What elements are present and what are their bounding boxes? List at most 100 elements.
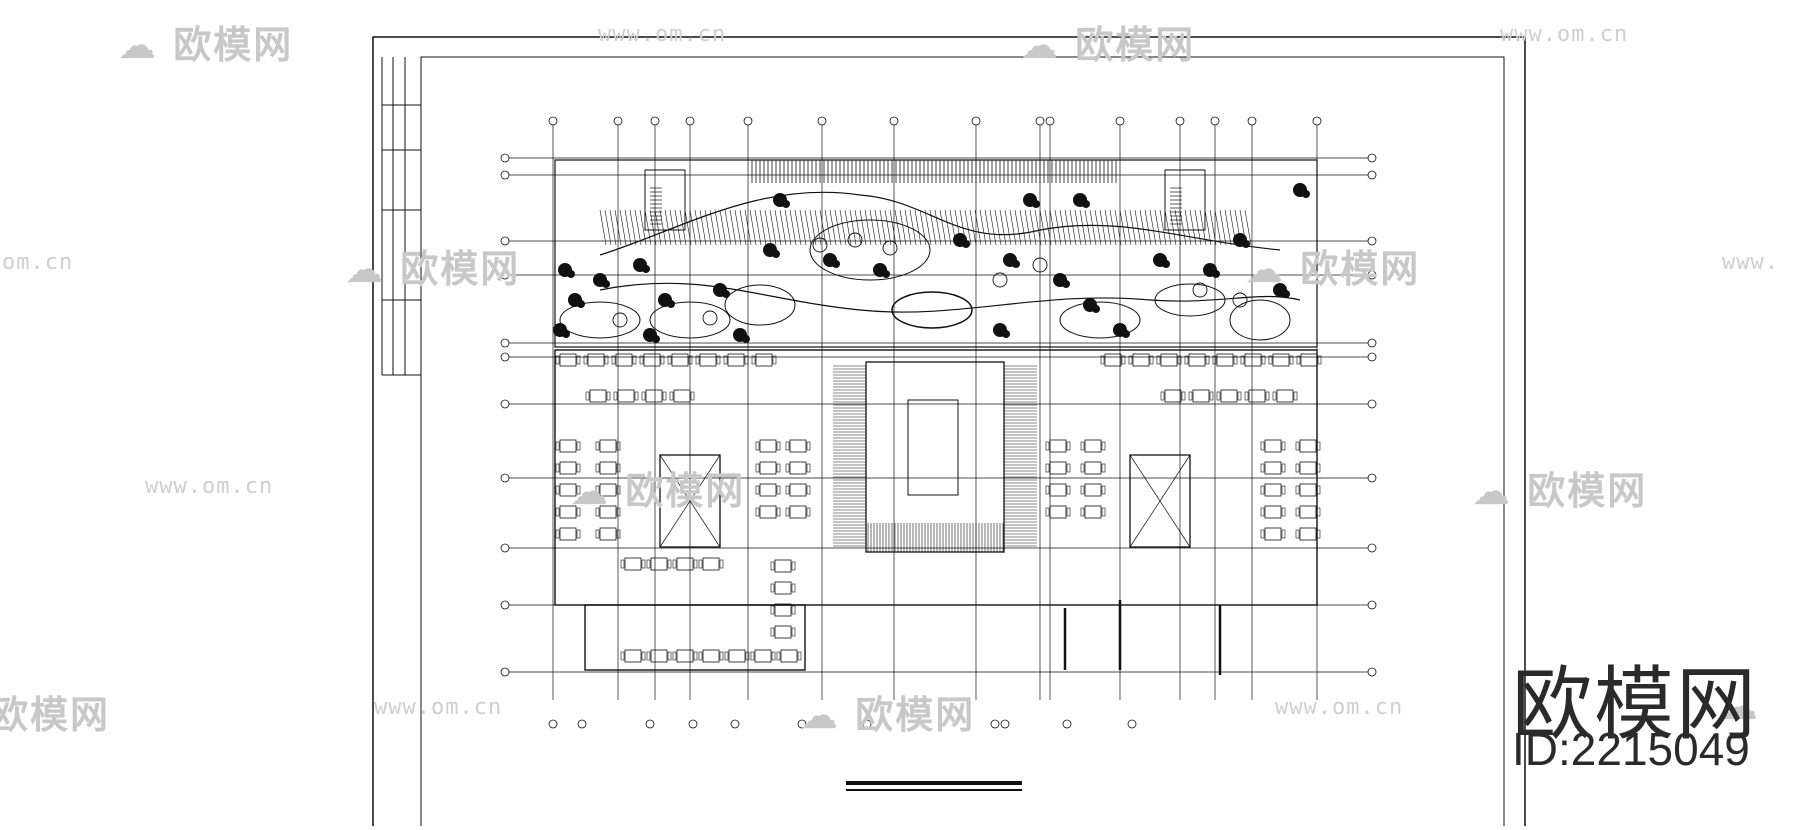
round-table: [1192, 282, 1208, 298]
table: [645, 389, 663, 403]
chair: [1261, 355, 1266, 365]
watermark-brand-label: 欧模网: [173, 23, 294, 67]
dining-table-set: [724, 649, 750, 663]
watermark-logo-icon: ☁: [570, 469, 610, 513]
deck-hatch: [819, 209, 827, 246]
deck-hatch: [619, 209, 627, 246]
dining-table-set: [723, 353, 749, 367]
deck-hatch: [884, 209, 892, 246]
chair: [755, 507, 760, 517]
chair: [1101, 463, 1106, 473]
axis-bubble: [1127, 719, 1137, 729]
dining-table-set: [555, 439, 581, 453]
round-table: [1032, 257, 1048, 273]
dining-table-set: [1080, 505, 1106, 519]
table: [599, 461, 617, 475]
chair: [1268, 355, 1273, 365]
table: [774, 603, 792, 617]
chair: [555, 355, 560, 365]
deck-hatch: [904, 209, 912, 246]
table: [789, 461, 807, 475]
axis-bubble: [1045, 116, 1055, 126]
axis-bubble: [548, 719, 558, 729]
deck-hatch: [659, 209, 667, 246]
table: [1264, 483, 1282, 497]
tree-symbol: [1012, 260, 1020, 268]
table: [1299, 439, 1317, 453]
dining-table-set: [1216, 389, 1242, 403]
chair: [791, 627, 796, 637]
table: [1299, 483, 1317, 497]
deck-hatch: [684, 209, 692, 246]
chair: [576, 485, 581, 495]
tree-symbol: [1082, 200, 1090, 208]
dining-table-set: [1160, 389, 1186, 403]
chair: [1295, 529, 1300, 539]
table: [774, 559, 792, 573]
deck-hatch: [1099, 209, 1107, 246]
axis-bubble: [650, 116, 660, 126]
chair: [555, 463, 560, 473]
watermark-site-text: www.: [1722, 250, 1779, 275]
chair: [770, 583, 775, 593]
table: [650, 557, 668, 571]
dining-table-set: [641, 389, 667, 403]
deck-hatch: [1169, 209, 1177, 246]
deck-hatch: [1079, 209, 1087, 246]
dining-table-set: [750, 649, 776, 663]
chair: [1260, 485, 1265, 495]
round-table: [812, 237, 828, 253]
chair: [806, 463, 811, 473]
watermark-brand-label: 欧模网: [0, 693, 111, 737]
deck-hatch: [1014, 209, 1022, 246]
table: [1299, 461, 1317, 475]
watermark-brand-label: 欧模网: [625, 469, 746, 513]
chair: [1293, 391, 1298, 401]
watermark-site-text: www.om.cn: [1500, 22, 1629, 47]
deck-hatch: [1134, 209, 1142, 246]
deck-hatch: [1009, 209, 1017, 246]
watermark-logo-icon: ☁: [1020, 23, 1060, 67]
dining-table-set: [555, 483, 581, 497]
axis-bubble: [1115, 116, 1125, 126]
dining-table-set: [1260, 505, 1286, 519]
table: [676, 649, 694, 663]
chair: [641, 391, 646, 401]
watermark-site-text: www.om.cn: [1275, 695, 1404, 720]
chair: [1149, 355, 1154, 365]
chair: [1066, 463, 1071, 473]
chair: [669, 391, 674, 401]
axis-bubble: [500, 338, 510, 348]
table: [1264, 439, 1282, 453]
dining-table-set: [555, 527, 581, 541]
deck-hatch: [829, 209, 837, 246]
chair: [583, 355, 588, 365]
deck-hatch: [1034, 209, 1042, 246]
chair: [1316, 485, 1321, 495]
table: [1220, 389, 1238, 403]
table: [702, 557, 720, 571]
deck-hatch: [844, 209, 852, 246]
chair: [585, 391, 590, 401]
axis-bubble: [548, 116, 558, 126]
chair: [632, 355, 637, 365]
table: [1264, 505, 1282, 519]
furniture-blocks: [555, 353, 1322, 663]
deck-hatch: [769, 209, 777, 246]
deck-hatch: [1064, 209, 1072, 246]
chair: [595, 463, 600, 473]
deck-hatch: [1149, 209, 1157, 246]
deck-hatch: [994, 209, 1002, 246]
tree-symbol: [1062, 280, 1070, 288]
axis-bubble: [889, 116, 899, 126]
table: [615, 353, 633, 367]
deck-hatch: [1104, 209, 1112, 246]
chair: [1188, 391, 1193, 401]
table: [1132, 353, 1150, 367]
table: [1049, 505, 1067, 519]
watermark-brand-label: 欧模网: [400, 247, 521, 291]
axis-bubble: [500, 399, 510, 409]
planting-bed: [1059, 301, 1141, 339]
dining-table-set: [1268, 353, 1294, 367]
dining-table-set: [770, 603, 796, 617]
